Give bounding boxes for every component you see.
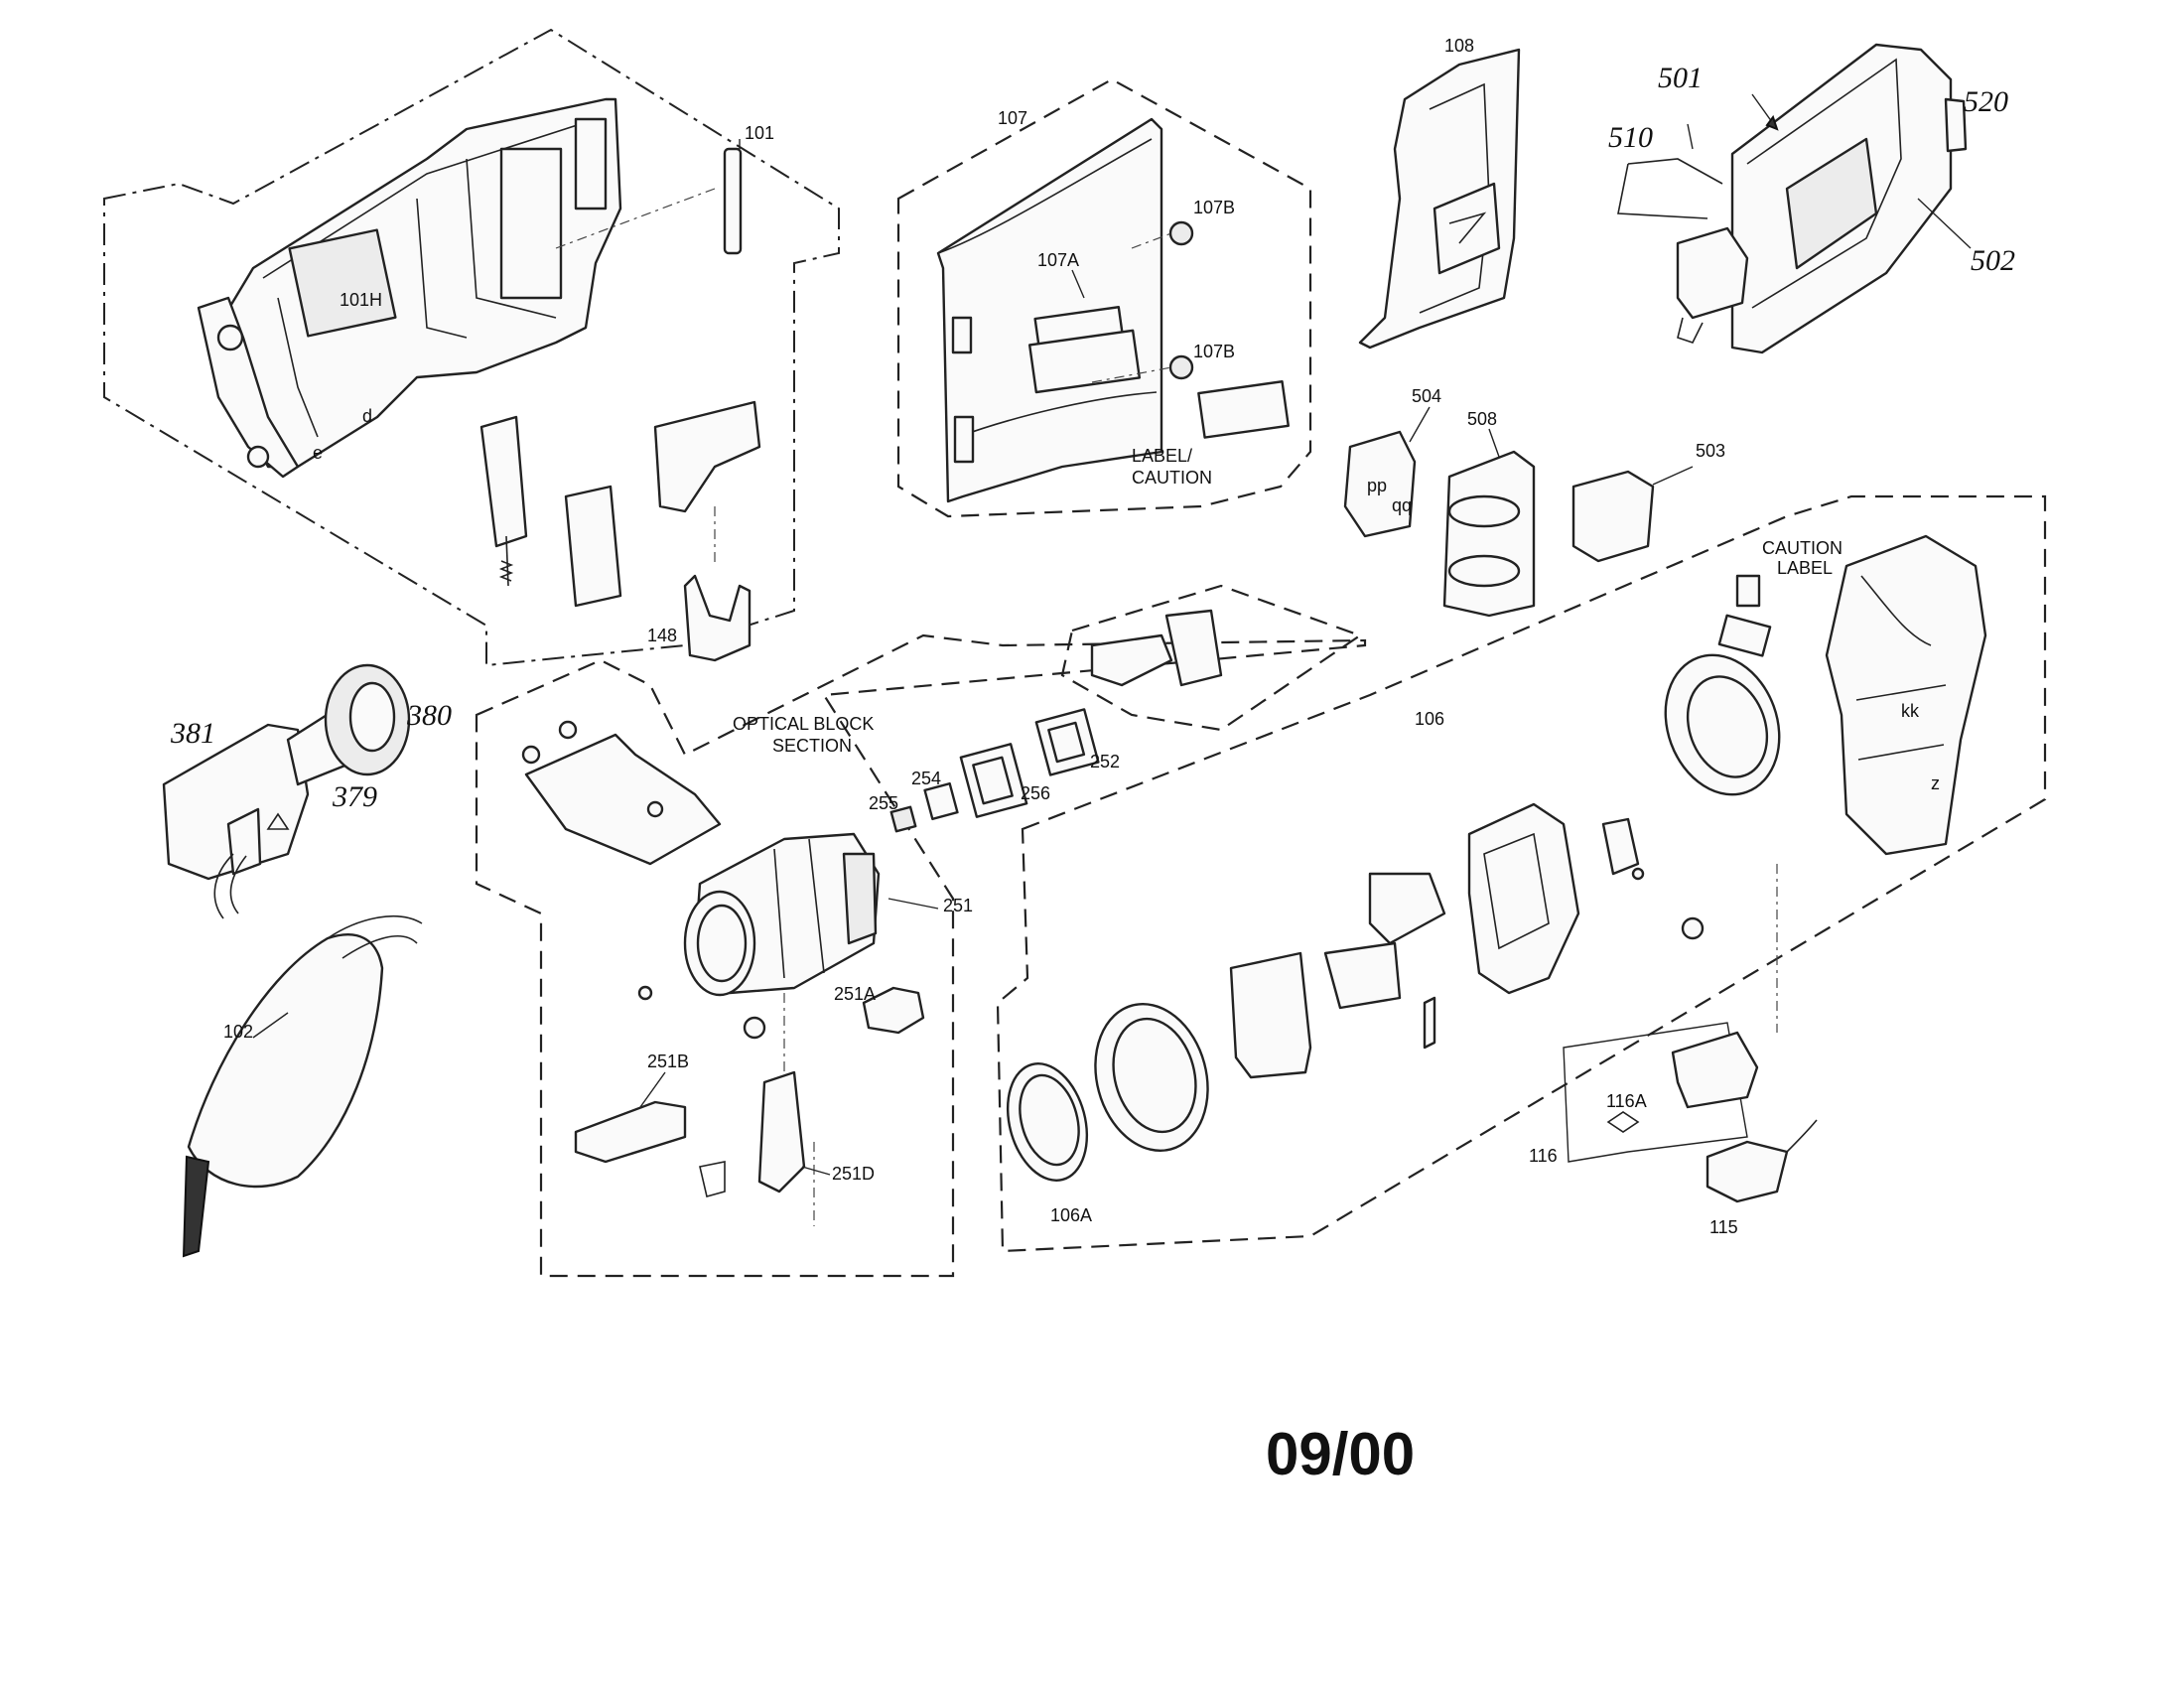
part-503-hinge-block <box>1676 226 1749 320</box>
callout-380: 380 <box>406 699 452 732</box>
callout-254: 254 <box>911 769 941 788</box>
part-254 <box>923 781 959 821</box>
letter-pp: pp <box>1367 476 1387 495</box>
callout-106A: 106A <box>1050 1205 1092 1225</box>
part-front-cover <box>1825 534 1987 856</box>
callout-379: 379 <box>332 780 377 813</box>
callout-107: 107 <box>998 108 1027 128</box>
callout-148: 148 <box>647 626 677 645</box>
callout-251D: 251D <box>832 1164 875 1184</box>
callout-520: 520 <box>1964 85 2008 118</box>
part-251D <box>757 1070 806 1193</box>
optical-block-title-1: OPTICAL BLOCK <box>733 714 874 734</box>
callout-504: 504 <box>1412 386 1441 406</box>
callout-256: 256 <box>1021 783 1050 803</box>
part-101-bar <box>723 147 743 255</box>
label-caution-plate <box>1197 380 1290 439</box>
callout-252: 252 <box>1090 752 1120 772</box>
hinge-parts-group: pp qq 504 508 503 <box>1343 386 1725 618</box>
part-508-hinge <box>1442 450 1536 618</box>
callout-251A: 251A <box>834 984 876 1004</box>
label-caution-text-2: CAUTION <box>1132 468 1212 488</box>
callout-108: 108 <box>1444 36 1474 56</box>
callout-255: 255 <box>869 793 898 813</box>
side-cover-group: 107 107A 107B 107B LABEL/ CAUTION <box>896 77 1312 518</box>
callout-508: 508 <box>1467 409 1497 429</box>
callout-251B: 251B <box>647 1052 689 1071</box>
lcd-group: 501 510 520 502 <box>1608 43 2015 354</box>
part-107B-top <box>1168 220 1194 246</box>
part-251B <box>574 1100 687 1164</box>
letter-qq: qq <box>1392 495 1412 515</box>
box-116 <box>1563 1022 1748 1163</box>
chassis-group: d e 101 101H 148 <box>103 28 840 667</box>
callout-102: 102 <box>223 1022 253 1042</box>
callout-101: 101 <box>745 123 774 143</box>
callout-107B-bottom: 107B <box>1193 342 1235 361</box>
viewfinder-group: 381 380 379 <box>162 663 452 919</box>
part-107B-bottom <box>1168 354 1194 380</box>
letter-e: e <box>313 443 323 463</box>
part-504-bracket <box>1343 430 1417 538</box>
part-148-clip <box>683 574 751 662</box>
callout-107A: 107A <box>1037 250 1079 270</box>
strap-group: 102 <box>182 915 423 1258</box>
part-503-cover <box>1571 470 1655 563</box>
callout-510: 510 <box>1608 121 1653 154</box>
part-102-strap <box>187 933 384 1189</box>
label-caution-text-1: LABEL/ <box>1132 446 1192 466</box>
callout-116A: 116A <box>1606 1091 1647 1111</box>
optical-block-boundary <box>475 633 1367 1278</box>
callout-501: 501 <box>1658 62 1703 94</box>
front-inner-chassis <box>1467 802 1580 995</box>
letter-kk: kk <box>1901 701 1920 721</box>
callout-251: 251 <box>943 896 973 915</box>
cover-boundary <box>896 77 1312 518</box>
caution-label-text-2: LABEL <box>1777 558 1833 578</box>
callout-106: 106 <box>1415 709 1444 729</box>
letter-z: z <box>1931 773 1940 793</box>
part-255 <box>889 805 917 833</box>
handle-group: 108 <box>1358 36 1521 350</box>
callout-503: 503 <box>1696 441 1725 461</box>
callout-116: 116 <box>1529 1146 1558 1166</box>
filter-boundary <box>1060 584 1363 732</box>
letter-d: d <box>362 406 372 426</box>
part-107-cover <box>936 117 1163 503</box>
caution-label-text-1: CAUTION <box>1762 538 1843 558</box>
callout-101H: 101H <box>340 290 382 310</box>
optical-block-title-2: SECTION <box>772 736 852 756</box>
part-381-housing <box>162 723 310 881</box>
front-section-group: kk z CAUTION LABEL 106 106A <box>996 494 2047 1253</box>
date-code: 09/00 <box>1266 1421 1415 1487</box>
callout-381: 381 <box>170 717 215 750</box>
callout-115: 115 <box>1709 1217 1738 1237</box>
chassis-boundary <box>103 28 840 667</box>
optical-block-group: OPTICAL BLOCK SECTION 255 254 256 252 25… <box>475 584 1367 1278</box>
caution-label-tag <box>1735 574 1761 608</box>
part-108-handle <box>1358 48 1521 350</box>
callout-502: 502 <box>1971 244 2015 277</box>
part-251A <box>862 986 925 1035</box>
front-boundary <box>996 494 2047 1253</box>
part-115 <box>1706 1140 1789 1203</box>
callout-107B-top: 107B <box>1193 198 1235 217</box>
